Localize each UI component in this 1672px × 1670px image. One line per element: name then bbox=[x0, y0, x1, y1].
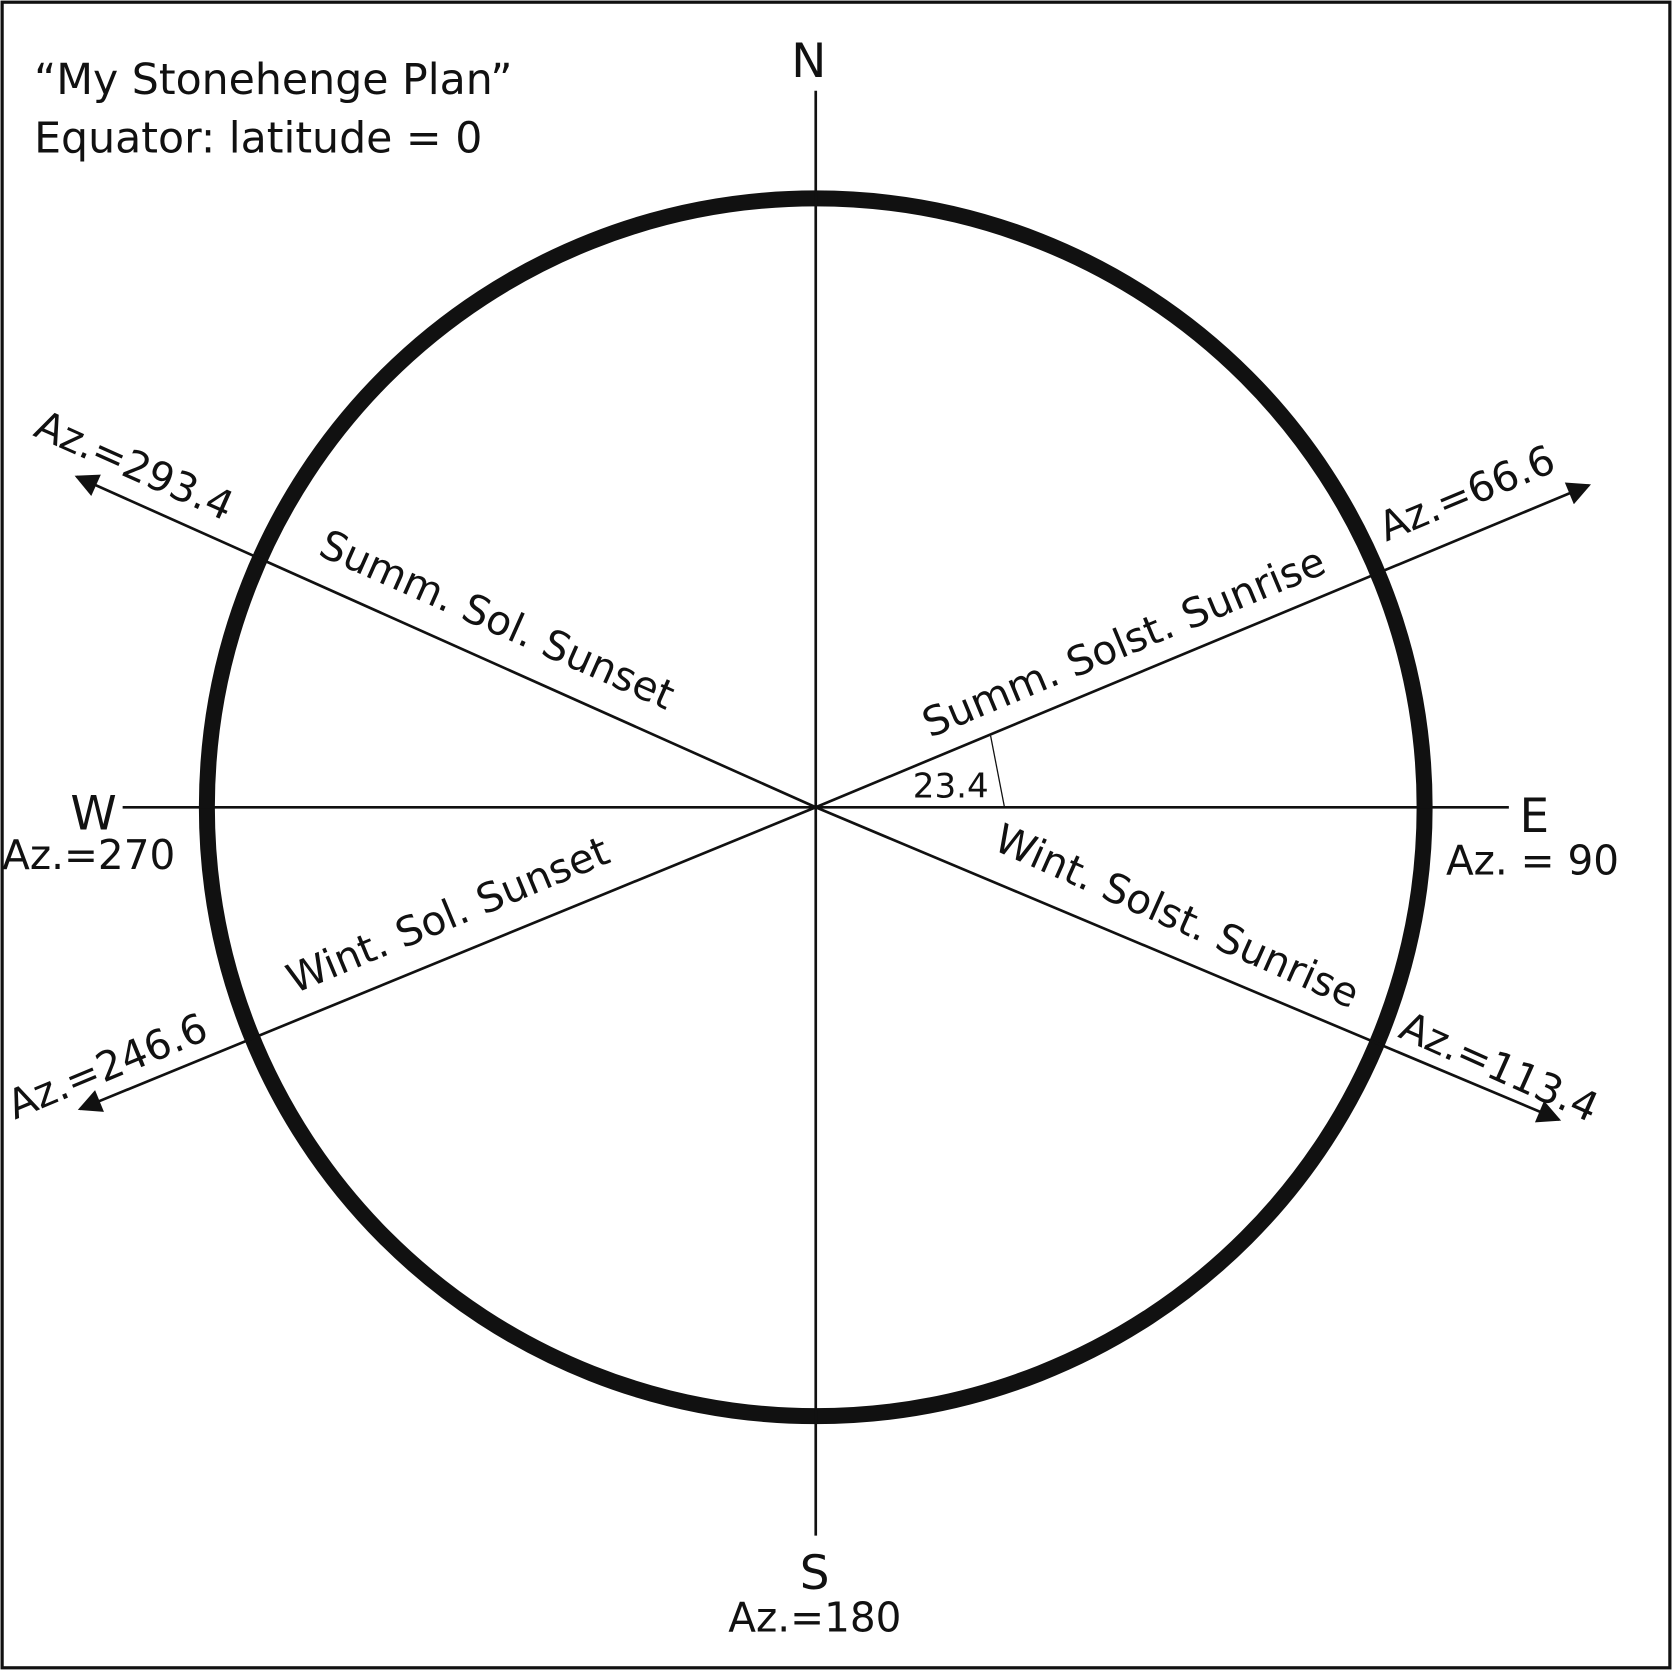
angle-marker bbox=[989, 735, 1006, 808]
west-label: W bbox=[70, 787, 116, 842]
west-azimuth: Az.=270 bbox=[2, 831, 175, 879]
angle-label: 23.4 bbox=[913, 767, 989, 807]
east-label: E bbox=[1520, 789, 1550, 844]
east-azimuth: Az. = 90 bbox=[1446, 836, 1619, 884]
subtitle: Equator: latitude = 0 bbox=[34, 114, 482, 164]
winter-sunset-line bbox=[77, 806, 817, 1112]
title: “My Stonehenge Plan” bbox=[34, 55, 512, 105]
north-label: N bbox=[791, 34, 826, 89]
winter-sunrise-line bbox=[815, 806, 1562, 1123]
summer-sunrise-line bbox=[815, 482, 1591, 809]
summer-sunset-line bbox=[74, 474, 817, 809]
south-label: S bbox=[800, 1546, 830, 1601]
south-azimuth: Az.=180 bbox=[728, 1594, 901, 1642]
